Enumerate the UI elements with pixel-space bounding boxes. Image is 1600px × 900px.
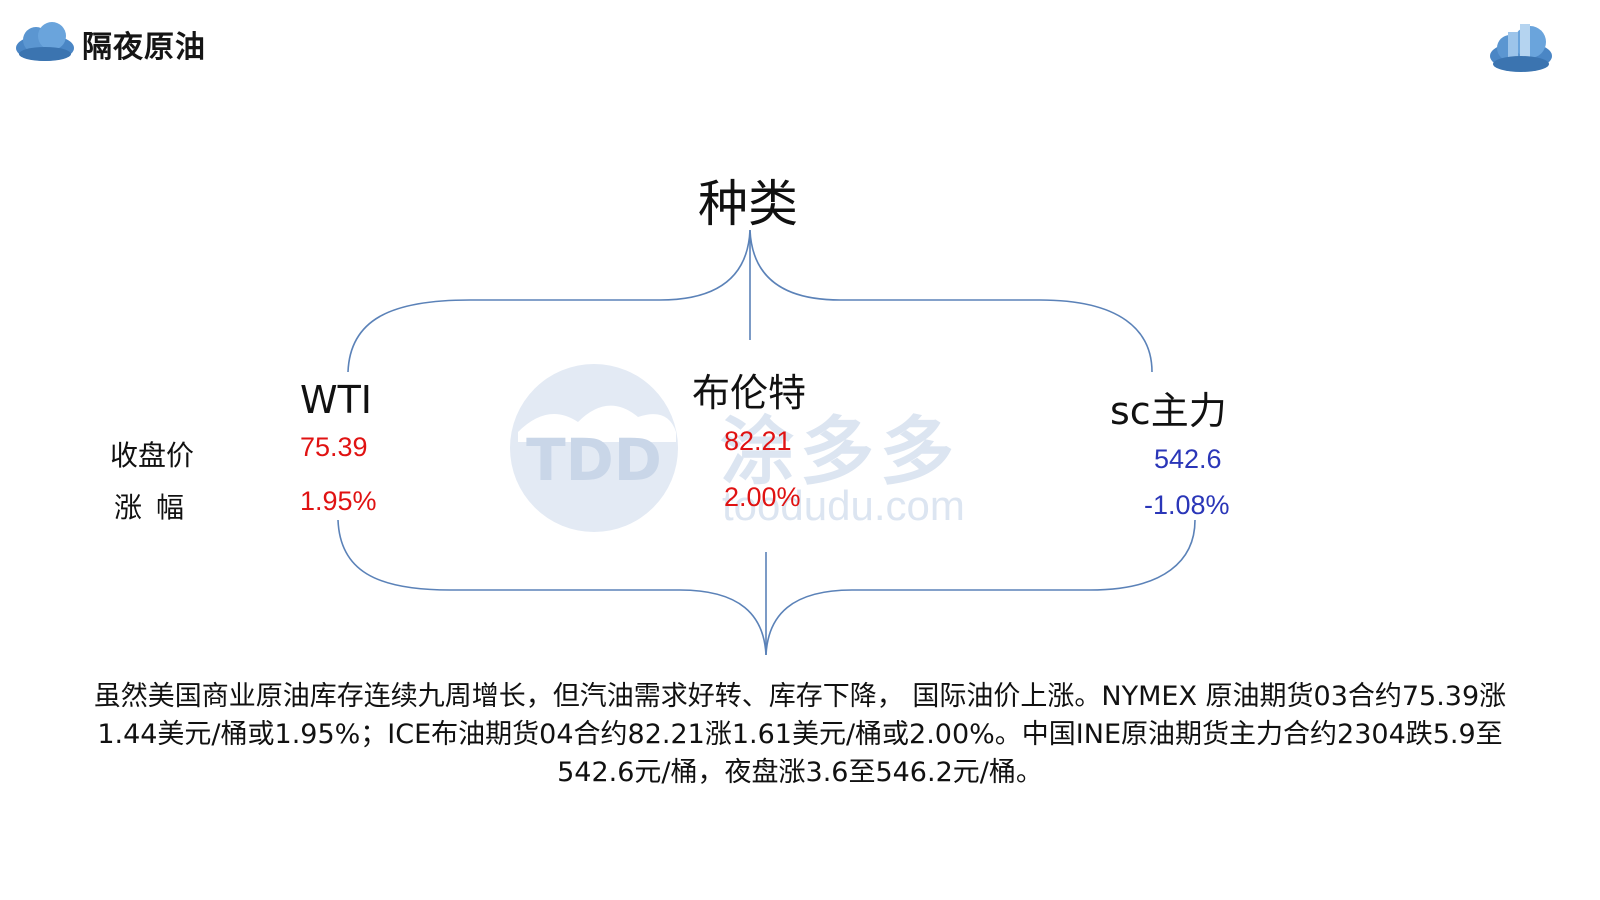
page-title: 隔夜原油 xyxy=(82,30,206,65)
row-label-close: 收盘价 xyxy=(110,439,195,472)
wti-close-value: 75.39 xyxy=(300,432,368,462)
watermark-url: toodudu.com xyxy=(722,482,965,529)
brent-change-value: 2.00% xyxy=(724,482,801,512)
column-name-sc: sc主力 xyxy=(1110,389,1227,433)
watermark-logo-icon: TDD xyxy=(508,362,680,534)
sc-close-value: 542.6 xyxy=(1154,444,1222,474)
brent-close-value: 82.21 xyxy=(724,426,792,456)
watermark-name: 涂多多 xyxy=(720,409,960,495)
watermark-logo-text: TDD xyxy=(526,426,662,494)
sc-change-value: -1.08% xyxy=(1144,490,1230,520)
cloud-logo-icon xyxy=(14,18,76,64)
category-title: 种类 xyxy=(698,175,798,233)
column-name-wti: WTI xyxy=(300,378,372,422)
row-label-change: 涨幅 xyxy=(114,491,199,524)
wti-change-value: 1.95% xyxy=(300,486,377,516)
cloud-building-logo-icon xyxy=(1488,16,1554,74)
column-name-brent: 布伦特 xyxy=(692,371,807,415)
summary-paragraph: 虽然美国商业原油库存连续九周增长，但汽油需求好转、库存下降， 国际油价上涨。NY… xyxy=(93,681,1507,788)
